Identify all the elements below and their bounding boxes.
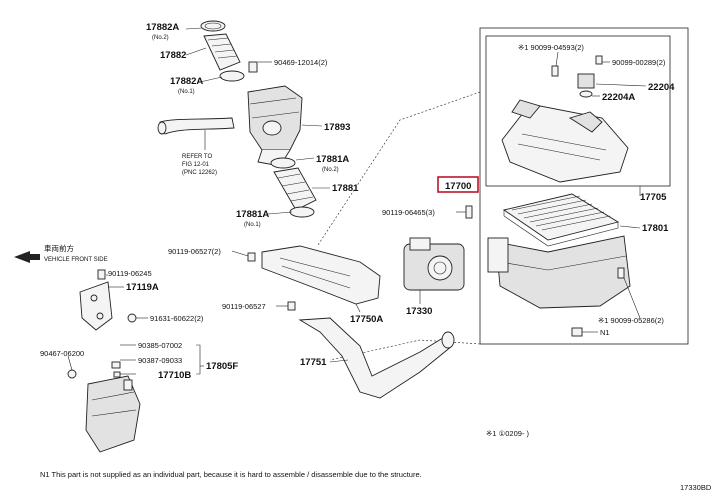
label-17882: 17882 <box>160 50 186 61</box>
element-17801 <box>502 193 620 247</box>
label-90469: 90469-12014(2) <box>274 58 328 67</box>
duct-17750A <box>261 245 381 305</box>
label-17805F: 17805F <box>206 361 238 372</box>
label-22204A: 22204A <box>602 92 635 103</box>
label-17882A-no2: 17882A <box>146 22 179 33</box>
label-date-note: ※1 ①0209- ) <box>486 429 530 438</box>
label-no1-a: (No.1) <box>178 89 195 95</box>
hose-ref-fig12 <box>157 117 235 135</box>
label-17881: 17881 <box>332 183 359 194</box>
label-17893: 17893 <box>324 122 350 133</box>
grommet-90467 <box>67 369 77 379</box>
bolt-90119-06527 <box>287 301 296 311</box>
highlight-17700[interactable] <box>437 176 479 193</box>
label-17882A-no1: 17882A <box>170 76 203 87</box>
label-no1-b: (No.1) <box>244 222 261 228</box>
bolt-90119-06465 <box>465 205 473 219</box>
vehicle-front-arrow <box>14 251 40 263</box>
label-90387: 90387-09033 <box>138 356 182 365</box>
cap-subgroup-box <box>485 35 671 187</box>
hose-17882 <box>203 33 241 71</box>
case-air-cleaner <box>487 235 631 309</box>
nut-91631 <box>127 313 137 323</box>
clamp-17881A-no1 <box>289 206 315 218</box>
air-flow-meter-17330 <box>403 237 465 291</box>
label-90099-05286: ※1 90099-05286(2) <box>598 316 664 325</box>
label-refer-3: (PNC 12262) <box>182 170 217 176</box>
label-17881A-no2: 17881A <box>316 154 349 165</box>
label-refer-2: FIG 12-01 <box>182 162 210 168</box>
n1-grommet <box>571 327 583 337</box>
small-clip-90469 <box>248 61 258 73</box>
resonator-17893 <box>247 85 303 167</box>
bolt-90119-06527-2 <box>247 252 256 262</box>
label-90119-06465: 90119-06465(3) <box>382 208 435 217</box>
label-n1-tag: N1 <box>600 328 610 337</box>
label-no2-b: (No.2) <box>322 167 339 173</box>
label-90385: 90385-07002 <box>138 341 182 350</box>
label-90119-06527-2: 90119-06527(2) <box>168 247 221 256</box>
screw-90099-00289 <box>595 55 603 65</box>
label-17119A: 17119A <box>126 282 159 293</box>
label-vehicle-en: VEHICLE FRONT SIDE <box>44 257 108 263</box>
label-no2-a: (No.2) <box>152 35 169 41</box>
label-90099-04593: ※1 90099-04593(2) <box>518 43 584 52</box>
label-17751: 17751 <box>300 357 327 368</box>
footnote-n1: N1 This part is not supplied as an indiv… <box>40 470 422 479</box>
clip-90385-90387 <box>111 361 121 378</box>
diagram-id: 17330BD <box>680 483 712 492</box>
label-22204: 22204 <box>648 82 675 93</box>
inlet-17751 <box>298 317 455 399</box>
resonator-17805F <box>85 375 141 453</box>
clamp-17882A-no1 <box>219 70 245 82</box>
label-90467: 90467-06200 <box>40 349 84 358</box>
clamp-17882A-no2 <box>200 20 226 32</box>
label-90099-00289: 90099-00289(2) <box>612 58 666 67</box>
label-vehicle-jp: 車両前方 <box>44 243 74 253</box>
group-dash-leader <box>317 91 481 246</box>
screw-90099-05286 <box>617 267 625 279</box>
label-90119-06245: 90119-06245 <box>108 269 152 278</box>
label-17700[interactable]: 17700 <box>445 181 471 192</box>
label-17801: 17801 <box>642 223 669 234</box>
label-17330: 17330 <box>406 306 432 317</box>
label-17710B: 17710B <box>158 370 191 381</box>
label-17705: 17705 <box>640 192 667 203</box>
label-91631: 91631-60622(2) <box>150 314 204 323</box>
leader-lines <box>67 27 647 375</box>
clamp-17881A-no2 <box>270 157 296 169</box>
label-refer-1: REFER TO <box>182 154 212 160</box>
label-17881A-no1: 17881A <box>236 209 269 220</box>
sensor-22204 <box>577 73 595 98</box>
bracket-17119A <box>79 281 113 331</box>
screw-90099-04593 <box>551 65 559 77</box>
air-cleaner-group-box <box>479 27 689 345</box>
label-90119-06527: 90119-06527 <box>222 302 266 311</box>
label-17750A: 17750A <box>350 314 383 325</box>
cap-17705 <box>501 99 629 183</box>
hose-17881 <box>273 167 317 211</box>
bolt-90119-06245 <box>97 269 106 280</box>
